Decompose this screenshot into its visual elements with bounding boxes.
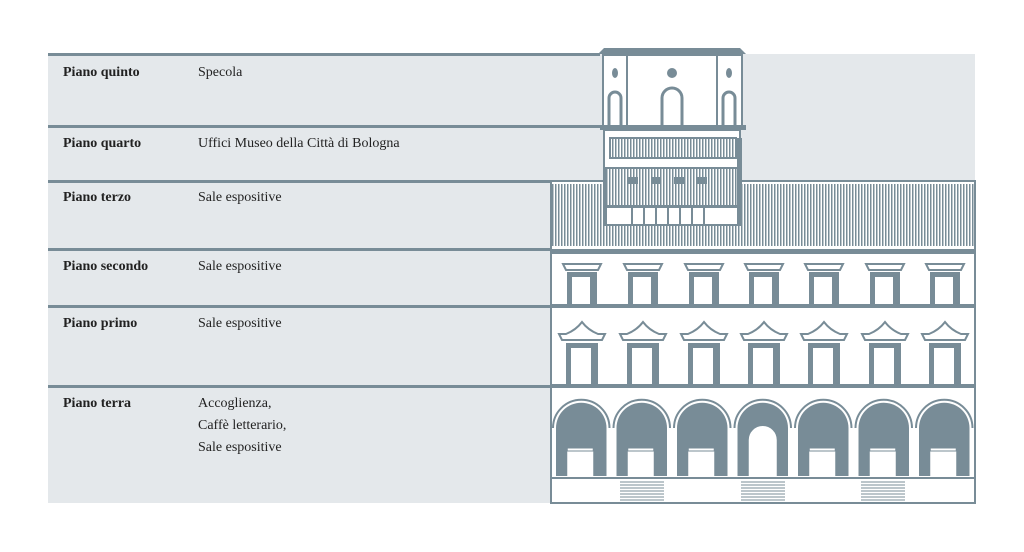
window-lintel bbox=[627, 447, 655, 452]
ground-window bbox=[688, 448, 715, 476]
window-pane bbox=[632, 348, 652, 384]
arched-window bbox=[660, 86, 684, 126]
window-pane bbox=[754, 277, 772, 304]
oculus bbox=[667, 68, 677, 78]
oculus bbox=[612, 68, 618, 78]
divider-terra bbox=[48, 385, 975, 388]
small-window bbox=[651, 177, 661, 184]
floor-description: Sale espositive bbox=[198, 190, 282, 205]
window-pediment bbox=[557, 320, 607, 341]
window-pediment bbox=[739, 320, 789, 341]
window-cornice bbox=[924, 263, 966, 271]
arched-window bbox=[607, 90, 623, 126]
window-lintel bbox=[808, 447, 836, 452]
window-cornice bbox=[683, 263, 725, 271]
window-pane bbox=[935, 277, 953, 304]
cornice-band bbox=[551, 384, 975, 388]
column bbox=[789, 428, 797, 476]
window-pane bbox=[571, 348, 591, 384]
window-pane bbox=[934, 348, 954, 384]
arch-molding bbox=[794, 398, 853, 429]
column bbox=[849, 428, 858, 476]
ground-window bbox=[627, 448, 654, 476]
window-pediment bbox=[860, 320, 910, 341]
window-pane bbox=[874, 348, 894, 384]
arch-molding bbox=[552, 398, 611, 429]
divider-secondo bbox=[48, 248, 975, 251]
divider-quarto bbox=[48, 125, 603, 128]
window-pediment bbox=[679, 320, 729, 341]
window-pediment bbox=[618, 320, 668, 341]
window-cornice bbox=[743, 263, 785, 271]
window-cornice bbox=[561, 263, 603, 271]
window-lintel bbox=[566, 447, 594, 452]
divider-terzo bbox=[48, 180, 975, 183]
tower-balcony bbox=[605, 167, 739, 207]
tower-shadow bbox=[737, 138, 742, 226]
tower-band bbox=[600, 125, 746, 130]
tower-cornice bbox=[598, 48, 746, 54]
cornice-band bbox=[551, 249, 975, 254]
oculus bbox=[726, 68, 732, 78]
window-pane bbox=[693, 348, 713, 384]
window-pane bbox=[694, 277, 712, 304]
window-cornice bbox=[622, 263, 664, 271]
small-window bbox=[628, 177, 638, 184]
tower-loggia bbox=[609, 137, 737, 159]
desc-line: Sale espositive bbox=[198, 440, 282, 455]
ground-window bbox=[930, 448, 957, 476]
floor-description: Sale espositive bbox=[198, 259, 282, 274]
small-window bbox=[697, 177, 707, 184]
window-lintel bbox=[929, 447, 957, 452]
window-lintel bbox=[869, 447, 897, 452]
divider-quinto bbox=[48, 53, 600, 56]
window-cornice bbox=[803, 263, 845, 271]
desc-line: Accoglienza, bbox=[198, 396, 272, 411]
ground-window bbox=[567, 448, 594, 476]
floor-description: Uffici Museo della Città di Bologna bbox=[198, 136, 400, 151]
window-pane bbox=[813, 348, 833, 384]
column bbox=[607, 428, 616, 476]
tower-base bbox=[605, 206, 739, 226]
floor-label: Piano quarto bbox=[63, 136, 142, 151]
column bbox=[668, 428, 676, 476]
floor-label: Piano secondo bbox=[63, 259, 149, 274]
window-pane bbox=[633, 277, 651, 304]
floor-description: Specola bbox=[198, 65, 243, 80]
window-pane bbox=[753, 348, 773, 384]
window-pane bbox=[572, 277, 590, 304]
arch-molding bbox=[733, 398, 792, 429]
floor-label: Piano quinto bbox=[63, 65, 140, 80]
portal-door bbox=[748, 426, 777, 477]
floor-label: Piano terra bbox=[63, 396, 132, 411]
column bbox=[910, 428, 918, 476]
window-pediment bbox=[799, 320, 849, 341]
cornice-band bbox=[551, 304, 975, 308]
window-pane bbox=[814, 277, 832, 304]
cornice-band bbox=[551, 477, 975, 479]
floor-label: Piano primo bbox=[63, 316, 138, 331]
ground-window bbox=[809, 448, 836, 476]
desc-line: Caffè letterario, bbox=[198, 418, 287, 433]
arch-molding bbox=[854, 398, 913, 429]
arch-molding bbox=[673, 398, 732, 429]
arch-molding bbox=[612, 398, 671, 429]
floor-description: Sale espositive bbox=[198, 316, 282, 331]
ground-window bbox=[869, 448, 896, 476]
window-cornice bbox=[864, 263, 906, 271]
divider-primo bbox=[48, 305, 975, 308]
column bbox=[728, 428, 737, 476]
window-lintel bbox=[687, 447, 715, 452]
arch-molding bbox=[915, 398, 974, 429]
window-pane bbox=[875, 277, 893, 304]
window-pediment bbox=[920, 320, 970, 341]
floor-label: Piano terzo bbox=[63, 190, 132, 205]
small-window bbox=[674, 177, 684, 184]
arched-window bbox=[721, 90, 737, 126]
floor-description: Accoglienza, Caffè letterario, Sale espo… bbox=[198, 393, 286, 459]
